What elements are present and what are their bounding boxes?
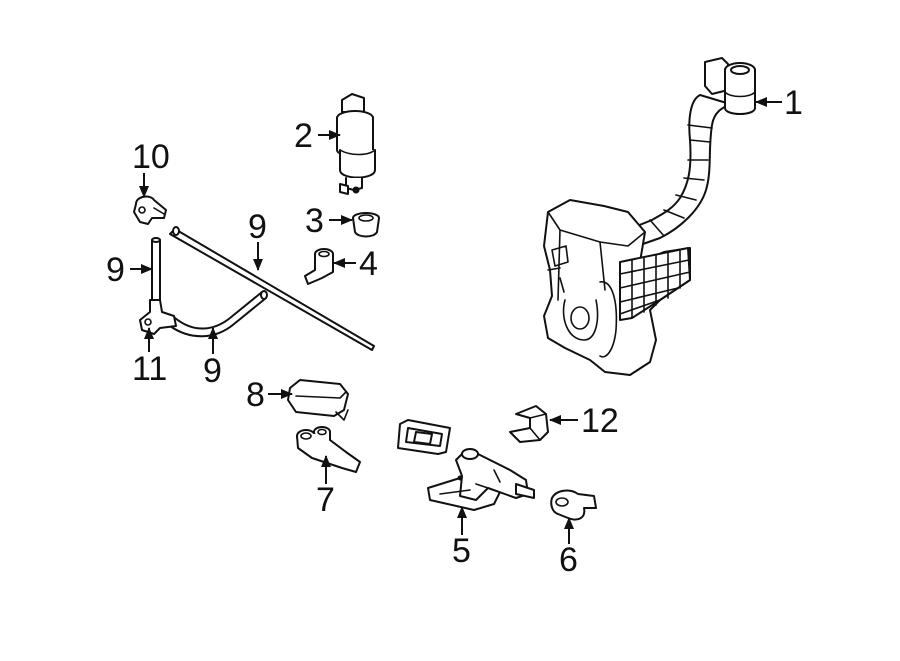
callout-6: 6 bbox=[559, 541, 578, 579]
headlamp-washer-pump bbox=[427, 448, 535, 511]
callout-labels: 1 2 3 4 5 6 7 8 9 9 9 10 11 12 bbox=[106, 84, 803, 579]
check-valve bbox=[133, 195, 167, 225]
callout-8: 8 bbox=[246, 376, 265, 414]
callout-10: 10 bbox=[132, 138, 170, 176]
callout-2: 2 bbox=[294, 117, 313, 155]
callout-11: 11 bbox=[132, 350, 167, 388]
washer-hose-vertical bbox=[151, 237, 161, 303]
t-connector bbox=[139, 299, 177, 335]
callout-5: 5 bbox=[452, 532, 471, 570]
callout-9c: 9 bbox=[203, 352, 222, 390]
callout-9b: 9 bbox=[106, 251, 125, 289]
callout-7: 7 bbox=[316, 481, 335, 519]
headlamp-washer-bracket bbox=[397, 419, 451, 455]
leader-lines bbox=[130, 97, 782, 544]
callout-9a: 9 bbox=[248, 208, 267, 246]
washer-nozzle bbox=[296, 426, 361, 473]
nozzle-cover bbox=[287, 379, 349, 421]
washer-hose-curved bbox=[169, 290, 268, 338]
elbow-fitting bbox=[304, 248, 334, 285]
callout-1: 1 bbox=[784, 84, 803, 122]
pump-grommet bbox=[352, 212, 380, 238]
washer-hose-long bbox=[169, 226, 375, 351]
washer-reservoir bbox=[543, 57, 756, 376]
callout-4: 4 bbox=[359, 245, 378, 283]
hose-clip bbox=[509, 405, 549, 443]
hose-elbow bbox=[550, 489, 597, 521]
callout-3: 3 bbox=[305, 202, 324, 240]
callout-12: 12 bbox=[581, 402, 619, 440]
washer-pump bbox=[336, 93, 376, 195]
